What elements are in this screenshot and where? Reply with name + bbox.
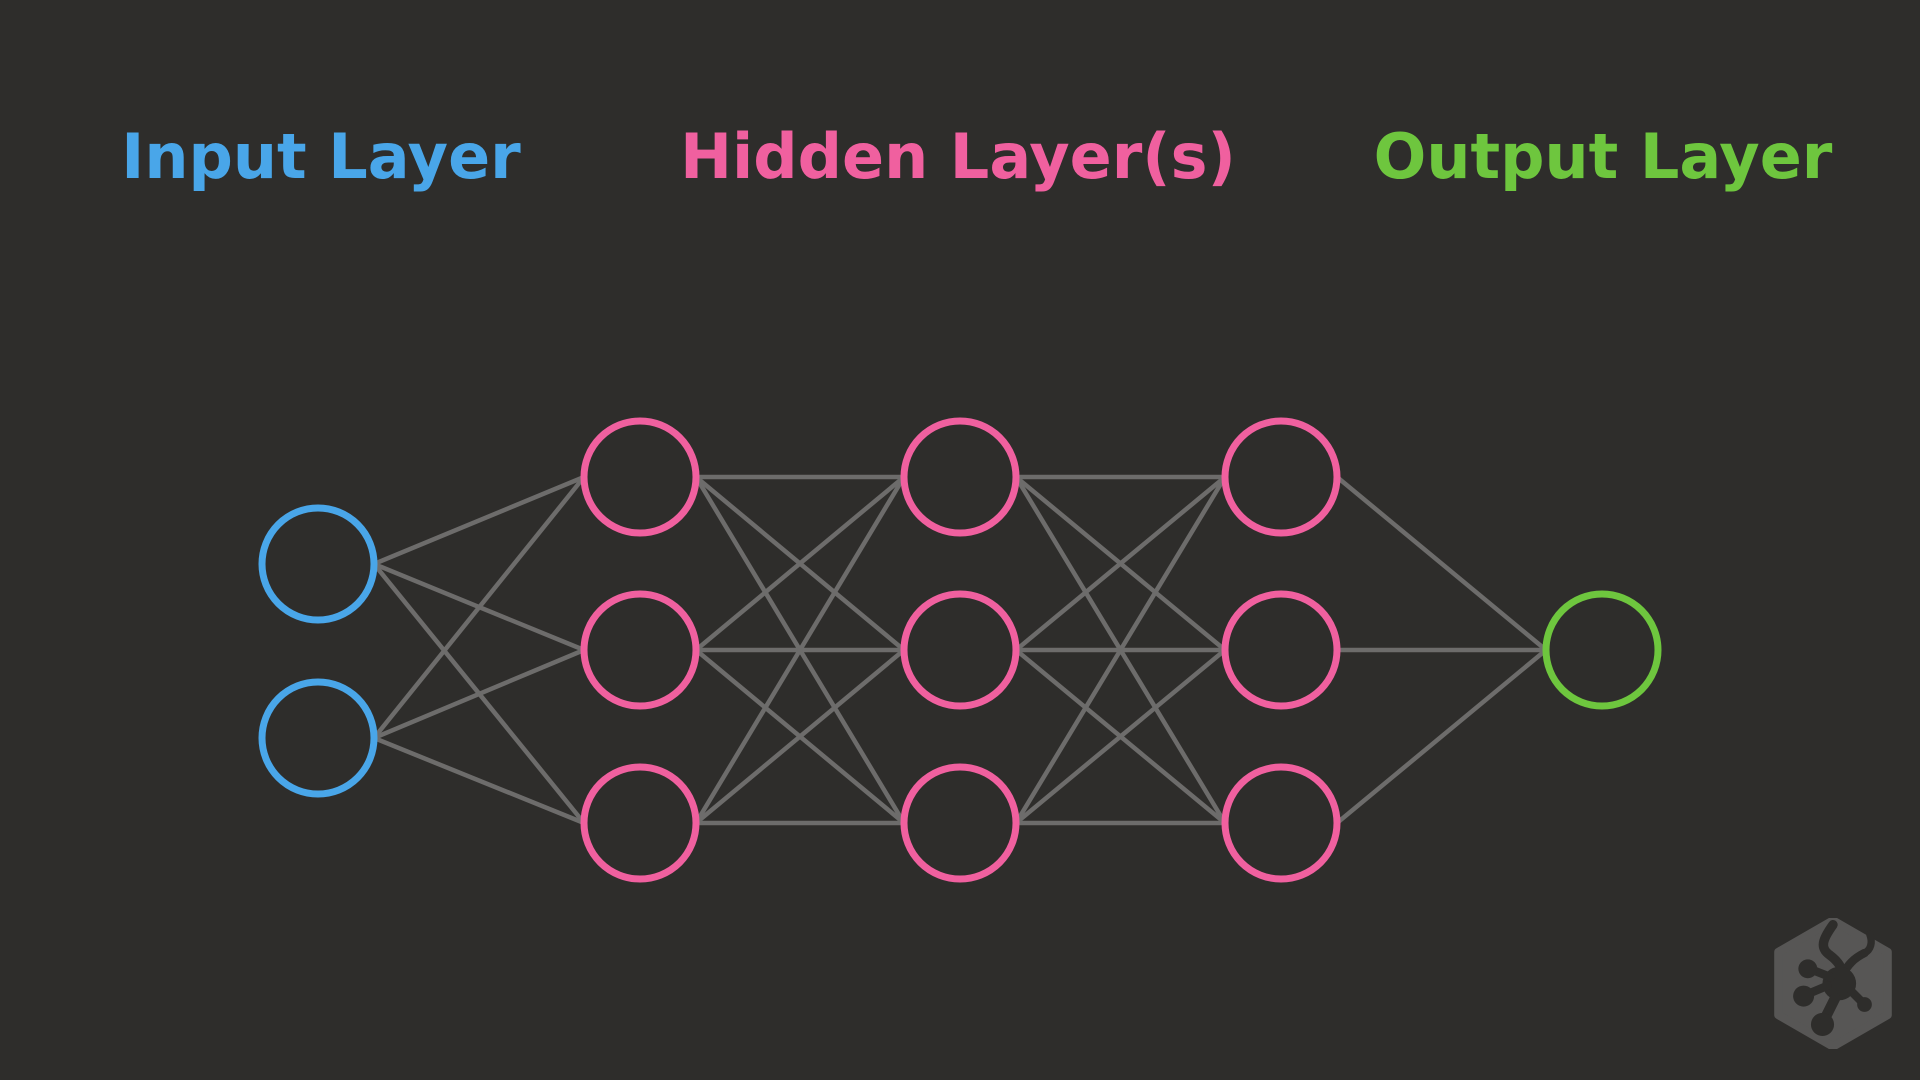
connection-hidden-1-3-to-hidden-2-1 [694, 475, 906, 825]
input-layer-label: Input Layer [121, 120, 521, 193]
connection-hidden-1-2-to-hidden-2-1 [694, 475, 906, 652]
connection-hidden-2-2-to-hidden-3-1 [1014, 475, 1227, 652]
connection-input-2-to-hidden-1-2 [373, 647, 585, 741]
hidden-3-node-3 [1221, 763, 1341, 883]
connection-hidden-3-3-to-output-1 [1335, 648, 1548, 825]
output-layer-label: Output Layer [1373, 120, 1833, 193]
hidden-1-node-3 [580, 763, 700, 883]
logo-frog-foot [1793, 919, 1875, 1036]
hidden-3-node-2 [1221, 590, 1341, 710]
hidden-1-node-1 [580, 417, 700, 537]
connection-hidden-3-1-to-output-1 [1335, 475, 1548, 652]
hidden-2-node-1 [900, 417, 1020, 537]
connection-hidden-2-3-to-hidden-3-1 [1014, 475, 1227, 825]
connection-hidden-2-3-to-hidden-3-2 [1014, 648, 1227, 825]
input-node-2 [258, 678, 378, 798]
connection-lines [372, 474, 1548, 826]
hidden-1-node-2 [580, 590, 700, 710]
hidden-2-node-3 [900, 763, 1020, 883]
frog-foot-hexagon-logo-icon [1774, 918, 1892, 1049]
connection-hidden-1-3-to-hidden-2-2 [694, 648, 906, 825]
connection-input-2-to-hidden-1-1 [372, 475, 586, 740]
connection-input-2-to-hidden-1-3 [373, 735, 585, 826]
connection-input-1-to-hidden-1-1 [373, 474, 585, 567]
hidden-3-node-1 [1221, 417, 1341, 537]
node-circles [258, 417, 1662, 883]
hidden-layer-label: Hidden Layer(s) [680, 120, 1236, 193]
input-node-1 [258, 504, 378, 624]
hidden-2-node-2 [900, 590, 1020, 710]
output-node-1 [1542, 590, 1662, 710]
